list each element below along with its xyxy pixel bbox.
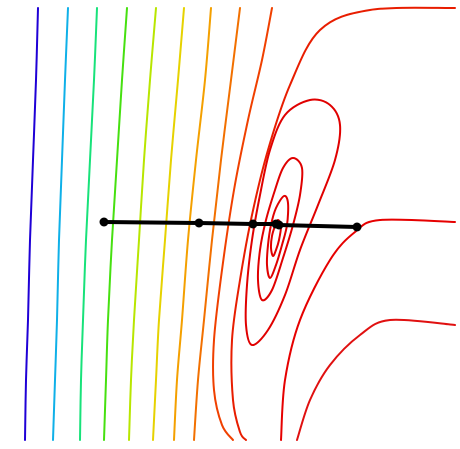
contour-line-level-3: [79, 7, 98, 441]
path-point-2: [194, 218, 204, 228]
contour-line-level-1: [24, 7, 39, 441]
contour-line-level-6: [152, 7, 185, 441]
contour-lines: [24, 6, 456, 441]
optimization-path: [99, 217, 362, 232]
contour-line-level-11: [280, 218, 456, 441]
path-point-3: [248, 219, 258, 229]
contour-line-level-12: [296, 318, 456, 441]
contour-line-closed-1: [244, 98, 342, 347]
contour-line-closed-3: [265, 194, 290, 279]
contour-line-level-4: [103, 7, 128, 441]
contour-line-level-2: [52, 7, 69, 441]
path-point-5: [274, 220, 284, 230]
contour-line-closed-4: [269, 219, 283, 257]
contour-line-level-7: [173, 7, 212, 441]
contour-line-level-9: [212, 7, 273, 441]
path-line: [102, 220, 359, 229]
path-point-1: [99, 217, 109, 227]
contour-line-level-5: [128, 7, 157, 441]
contour-line-level-8: [193, 7, 241, 441]
path-point-6: [352, 222, 362, 232]
contour-line-closed-2: [256, 157, 304, 302]
contour-line-level-10: [230, 6, 456, 441]
